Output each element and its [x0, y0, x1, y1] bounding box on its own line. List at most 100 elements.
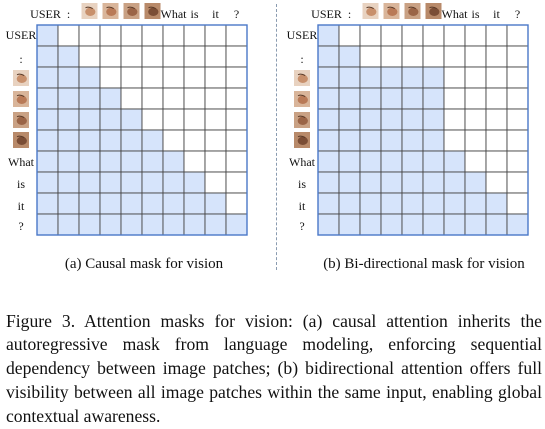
mask-cell-masked — [359, 45, 382, 68]
mask-cell-attend — [317, 171, 340, 194]
mask-cell-attend — [380, 171, 403, 194]
mask-cell-masked — [204, 129, 227, 152]
column-token-label: : — [348, 7, 351, 21]
mask-cell-masked — [464, 45, 487, 68]
mask-cell-attend — [120, 171, 143, 194]
mask-cell-attend — [380, 150, 403, 173]
row-token-label: is — [298, 177, 306, 191]
mask-cell-attend — [78, 192, 101, 215]
mask-cell-masked — [443, 45, 466, 68]
mask-cell-masked — [204, 87, 227, 110]
mask-cell-masked — [225, 66, 248, 89]
image-patch-icon — [102, 3, 119, 19]
panel-divider — [276, 4, 277, 270]
mask-cell-masked — [204, 150, 227, 173]
mask-cell-masked — [225, 171, 248, 194]
mask-cell-masked — [99, 66, 122, 89]
mask-cell-masked — [162, 129, 185, 152]
mask-cell-masked — [183, 24, 206, 47]
mask-cell-attend — [464, 213, 487, 236]
mask-cell-attend — [57, 87, 80, 110]
mask-cell-masked — [401, 45, 424, 68]
mask-cell-masked — [380, 45, 403, 68]
mask-cell-masked — [225, 24, 248, 47]
column-token-label: What — [161, 7, 188, 21]
mask-cell-attend — [78, 213, 101, 236]
mask-cell-attend — [57, 192, 80, 215]
mask-cell-masked — [204, 24, 227, 47]
image-patch-icon — [383, 3, 400, 19]
mask-cell-attend — [359, 192, 382, 215]
mask-cell-masked — [225, 45, 248, 68]
column-token-label: USER — [30, 7, 61, 21]
mask-cell-attend — [401, 171, 424, 194]
row-token-label: USER — [287, 28, 318, 42]
mask-cell-attend — [36, 45, 59, 68]
mask-cell-attend — [401, 87, 424, 110]
mask-cell-attend — [464, 192, 487, 215]
mask-cell-attend — [99, 108, 122, 131]
mask-cell-attend — [57, 150, 80, 173]
mask-cell-attend — [338, 87, 361, 110]
mask-cell-masked — [204, 108, 227, 131]
mask-cell-attend — [141, 192, 164, 215]
mask-cell-masked — [464, 150, 487, 173]
mask-cell-masked — [443, 87, 466, 110]
mask-cell-attend — [36, 213, 59, 236]
row-token-label: What — [289, 155, 316, 169]
mask-cell-attend — [401, 150, 424, 173]
mask-cell-attend — [317, 213, 340, 236]
mask-cell-attend — [78, 108, 101, 131]
mask-cell-attend — [422, 87, 445, 110]
mask-cell-attend — [422, 108, 445, 131]
image-patch-icon — [362, 3, 379, 19]
column-token-label: is — [471, 7, 479, 21]
mask-cell-attend — [57, 129, 80, 152]
mask-cell-masked — [485, 87, 508, 110]
mask-cell-masked — [225, 87, 248, 110]
mask-cell-masked — [78, 24, 101, 47]
mask-cell-attend — [464, 171, 487, 194]
mask-cell-attend — [162, 150, 185, 173]
mask-cell-attend — [401, 129, 424, 152]
mask-cell-attend — [380, 192, 403, 215]
column-token-label: ? — [234, 7, 239, 21]
mask-cell-attend — [443, 192, 466, 215]
mask-cell-attend — [183, 192, 206, 215]
mask-cell-attend — [317, 24, 340, 47]
mask-cell-attend — [317, 108, 340, 131]
mask-cell-masked — [464, 24, 487, 47]
mask-cell-masked — [120, 24, 143, 47]
mask-cell-masked — [141, 24, 164, 47]
mask-cell-masked — [422, 45, 445, 68]
mask-cell-masked — [401, 24, 424, 47]
mask-cell-attend — [36, 24, 59, 47]
image-patch-icon — [13, 91, 29, 107]
mask-cell-attend — [141, 150, 164, 173]
subfigure-caption: (a) Causal mask for vision — [65, 256, 224, 272]
mask-cell-attend — [78, 150, 101, 173]
mask-cell-attend — [141, 129, 164, 152]
mask-cell-attend — [380, 213, 403, 236]
mask-cell-attend — [317, 129, 340, 152]
mask-cell-masked — [359, 24, 382, 47]
image-patch-icon — [123, 3, 140, 19]
mask-cell-attend — [338, 66, 361, 89]
mask-cell-masked — [162, 24, 185, 47]
mask-cell-masked — [485, 129, 508, 152]
mask-cell-attend — [183, 213, 206, 236]
mask-cell-attend — [36, 66, 59, 89]
mask-cell-attend — [225, 213, 248, 236]
mask-cell-masked — [183, 66, 206, 89]
mask-cell-attend — [57, 66, 80, 89]
mask-cell-masked — [162, 87, 185, 110]
mask-cell-attend — [36, 108, 59, 131]
mask-cell-masked — [99, 24, 122, 47]
column-token-label: it — [493, 7, 500, 21]
row-token-label: USER — [6, 28, 37, 42]
mask-cell-attend — [57, 213, 80, 236]
mask-cell-masked — [443, 24, 466, 47]
mask-cell-masked — [443, 129, 466, 152]
